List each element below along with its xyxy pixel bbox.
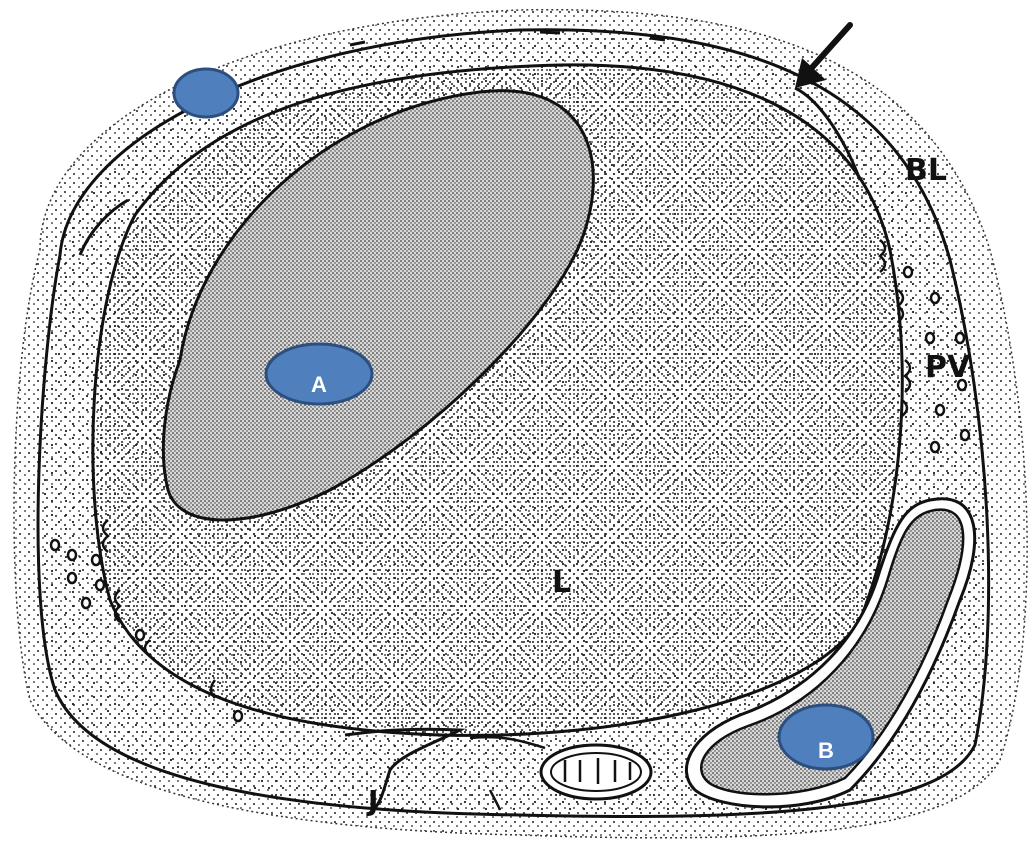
marker-b-label: B (818, 738, 834, 763)
label-l: L (552, 565, 571, 600)
marker-top-left (174, 69, 238, 117)
label-pv: PV (925, 350, 971, 385)
marker-a: A (266, 344, 372, 404)
label-j: J (366, 784, 378, 817)
mitochondrion (541, 745, 651, 799)
marker-b: B (779, 705, 873, 769)
label-bl: BL (905, 153, 947, 188)
marker-a-label: A (311, 372, 327, 397)
